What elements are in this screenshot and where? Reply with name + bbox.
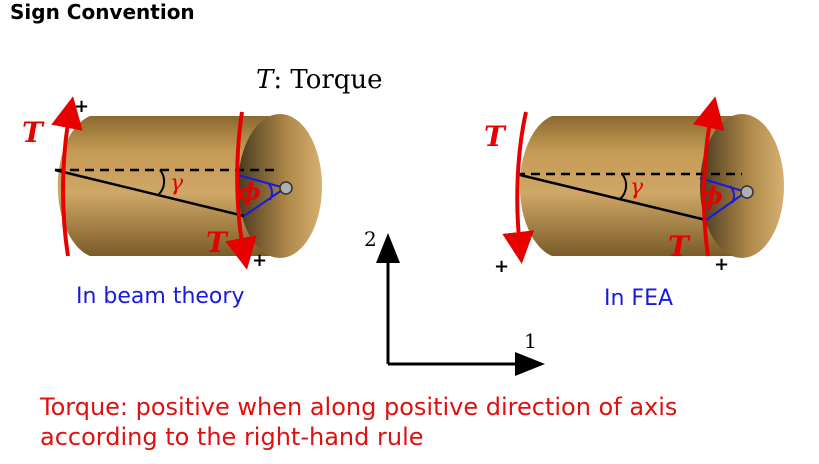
sign-rule-text: Torque: positive when along positive dir… bbox=[40, 392, 677, 452]
right-torque-label-1: T bbox=[484, 120, 507, 153]
right-shear-angle: γ bbox=[630, 175, 644, 200]
left-twist-radius bbox=[243, 187, 286, 217]
left-plus-sign-1: + bbox=[74, 96, 89, 117]
page-title: Sign Convention bbox=[10, 0, 195, 24]
left-shear-angle: γ bbox=[170, 171, 184, 196]
legend-symbol: T bbox=[256, 65, 275, 95]
right-plus-sign-1: + bbox=[494, 256, 509, 277]
axis-1-label: 1 bbox=[524, 329, 537, 353]
left-cylinder: γ ϕ T T + + bbox=[22, 96, 322, 271]
sign-rule-line-1: Torque: positive when along positive dir… bbox=[40, 393, 678, 421]
sign-rule-line-2: according to the right-hand rule bbox=[40, 423, 424, 451]
legend-label: : Torque bbox=[273, 65, 382, 95]
right-torque-arrow-right bbox=[693, 96, 725, 257]
svg-text:T: Torque: T: Torque bbox=[256, 65, 383, 95]
left-torque-label-2: T bbox=[206, 226, 229, 259]
right-torque-label-2: T bbox=[668, 230, 691, 263]
right-shear-line bbox=[515, 172, 707, 222]
left-plus-sign-2: + bbox=[252, 250, 267, 271]
right-plus-sign-2: + bbox=[714, 254, 729, 275]
right-twist-radius bbox=[705, 191, 747, 221]
left-torque-arrow-right bbox=[225, 111, 257, 270]
right-torque-arrow-left bbox=[502, 111, 535, 264]
axis-2-label: 2 bbox=[364, 227, 377, 251]
left-axis-point bbox=[279, 181, 293, 195]
coordinate-axes: 2 1 bbox=[364, 227, 545, 376]
left-torque-arrow-left bbox=[51, 96, 83, 257]
right-caption: In FEA bbox=[604, 286, 674, 311]
left-caption: In beam theory bbox=[76, 284, 245, 309]
left-twist-angle: ϕ bbox=[238, 177, 261, 206]
right-axis-point bbox=[740, 185, 754, 199]
right-end-face bbox=[700, 114, 784, 258]
left-torque-label-1: T bbox=[22, 116, 45, 149]
left-shear-line bbox=[54, 168, 245, 218]
right-cylinder: γ ϕ T T + + bbox=[484, 96, 784, 277]
